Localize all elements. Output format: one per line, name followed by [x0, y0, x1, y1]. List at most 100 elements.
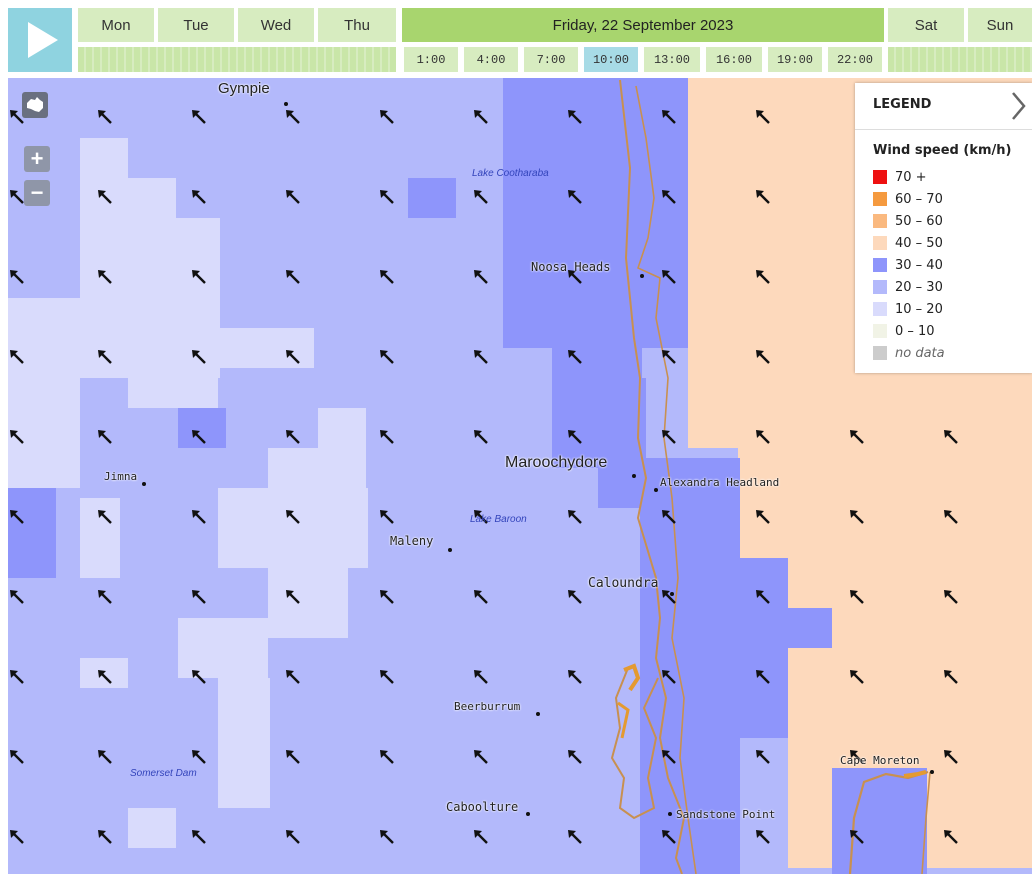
legend-swatch	[873, 258, 887, 272]
arrow-northwest-icon	[944, 430, 958, 444]
arrow-northwest-icon	[662, 830, 676, 844]
hour-0100[interactable]: 1:00	[404, 47, 458, 72]
australia-icon-button[interactable]	[22, 92, 48, 118]
hour-1600[interactable]: 16:00	[706, 47, 762, 72]
hour-0700[interactable]: 7:00	[524, 47, 578, 72]
arrow-northwest-icon	[756, 670, 770, 684]
legend-item: 40 – 50	[873, 233, 943, 253]
water-lake-cootharaba: Lake Cootharaba	[472, 168, 549, 179]
arrow-northwest-icon	[286, 830, 300, 844]
hour-strip-mon-thu[interactable]	[78, 47, 396, 72]
arrow-northwest-icon	[98, 670, 112, 684]
arrow-northwest-icon	[474, 110, 488, 124]
place-alexandra-headland: Alexandra Headland	[660, 476, 780, 489]
wind-cell-10-20	[178, 258, 218, 378]
arrow-northwest-icon	[380, 590, 394, 604]
arrow-northwest-icon	[286, 270, 300, 284]
arrow-northwest-icon	[192, 190, 206, 204]
place-sandstone-point: Sandstone Point	[676, 808, 776, 821]
arrow-northwest-icon	[286, 110, 300, 124]
arrow-northwest-icon	[662, 190, 676, 204]
zoom-out-button[interactable]: −	[24, 180, 50, 206]
arrow-northwest-icon	[286, 350, 300, 364]
time-navigation-bar: Mon Tue Wed Thu Friday, 22 September 202…	[0, 0, 1032, 78]
legend-item: 30 – 40	[873, 255, 943, 275]
place-dot	[930, 770, 934, 774]
hour-0400[interactable]: 4:00	[464, 47, 518, 72]
arrow-northwest-icon	[286, 510, 300, 524]
hour-1900[interactable]: 19:00	[768, 47, 822, 72]
day-tab-sat[interactable]: Sat	[888, 8, 964, 42]
arrow-northwest-icon	[380, 510, 394, 524]
arrow-northwest-icon	[286, 670, 300, 684]
arrow-northwest-icon	[98, 110, 112, 124]
place-caloundra: Caloundra	[588, 576, 659, 591]
arrow-northwest-icon	[192, 750, 206, 764]
arrow-northwest-icon	[98, 350, 112, 364]
arrow-northwest-icon	[98, 430, 112, 444]
place-maroochydore: Maroochydore	[505, 454, 608, 471]
arrow-northwest-icon	[850, 510, 864, 524]
wind-cell-30-40	[788, 608, 832, 648]
place-gympie: Gympie	[218, 80, 270, 97]
arrow-northwest-icon	[10, 430, 24, 444]
arrow-northwest-icon	[568, 350, 582, 364]
day-tab-tue[interactable]: Tue	[158, 8, 234, 42]
legend-swatch	[873, 302, 887, 316]
place-dot	[632, 474, 636, 478]
hour-1000-selected[interactable]: 10:00	[584, 47, 638, 72]
arrow-northwest-icon	[98, 750, 112, 764]
arrow-northwest-icon	[474, 750, 488, 764]
arrow-northwest-icon	[286, 590, 300, 604]
arrow-northwest-icon	[192, 430, 206, 444]
legend-swatch	[873, 324, 887, 338]
arrow-northwest-icon	[380, 750, 394, 764]
wind-cell-10-20	[8, 408, 58, 478]
arrow-northwest-icon	[192, 110, 206, 124]
day-tab-thu[interactable]: Thu	[318, 8, 396, 42]
arrow-northwest-icon	[662, 350, 676, 364]
wind-cell-10-20	[178, 618, 268, 678]
legend-header[interactable]: LEGEND	[855, 83, 1032, 130]
arrow-northwest-icon	[474, 510, 488, 524]
day-tab-friday[interactable]: Friday, 22 September 2023	[402, 8, 884, 42]
arrow-northwest-icon	[756, 430, 770, 444]
wind-cell-10-20	[218, 488, 368, 568]
legend-swatch	[873, 192, 887, 206]
place-dot	[284, 102, 288, 106]
arrow-northwest-icon	[10, 270, 24, 284]
wind-cell-10-20	[318, 408, 366, 488]
arrow-northwest-icon	[850, 670, 864, 684]
arrow-northwest-icon	[10, 750, 24, 764]
wind-cell-10-20	[268, 568, 348, 638]
arrow-northwest-icon	[568, 750, 582, 764]
arrow-northwest-icon	[474, 590, 488, 604]
hour-1300[interactable]: 13:00	[644, 47, 700, 72]
hour-2200[interactable]: 22:00	[828, 47, 882, 72]
arrow-northwest-icon	[756, 750, 770, 764]
legend-label: 50 – 60	[895, 213, 943, 229]
arrow-northwest-icon	[474, 670, 488, 684]
zoom-in-button[interactable]: +	[24, 146, 50, 172]
arrow-northwest-icon	[98, 190, 112, 204]
play-button[interactable]	[8, 8, 72, 72]
chevron-right-icon[interactable]	[1007, 89, 1029, 123]
arrow-northwest-icon	[568, 830, 582, 844]
arrow-northwest-icon	[756, 510, 770, 524]
hour-strip-sat-sun[interactable]	[888, 47, 1032, 72]
place-maleny: Maleny	[390, 534, 434, 548]
day-tab-sun[interactable]: Sun	[968, 8, 1032, 42]
arrow-northwest-icon	[474, 430, 488, 444]
legend-swatch	[873, 214, 887, 228]
legend-title: Wind speed (km/h)	[873, 143, 1012, 158]
legend-item: 50 – 60	[873, 211, 943, 231]
wind-cell-30-40	[832, 768, 927, 874]
arrow-northwest-icon	[380, 430, 394, 444]
arrow-northwest-icon	[944, 510, 958, 524]
legend-item: 0 – 10	[873, 321, 935, 341]
day-tab-mon[interactable]: Mon	[78, 8, 154, 42]
wind-cell-10-20	[128, 378, 218, 408]
day-tab-wed[interactable]: Wed	[238, 8, 314, 42]
arrow-northwest-icon	[568, 110, 582, 124]
